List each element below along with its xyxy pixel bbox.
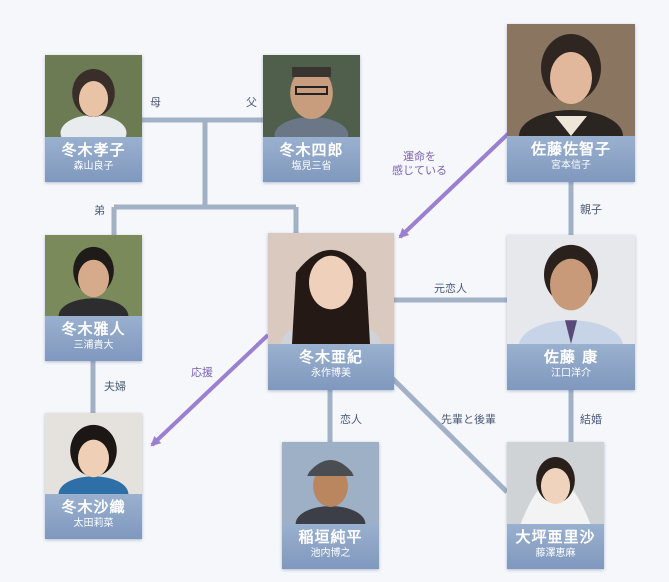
character-card-junpei: 稲垣純平 池内博之 bbox=[282, 442, 379, 569]
character-name: 冬木雅人 bbox=[61, 320, 126, 338]
relation-label-mother: 母 bbox=[150, 96, 161, 109]
character-name: 稲垣純平 bbox=[298, 528, 363, 546]
actor-name: 塩見三省 bbox=[291, 161, 332, 172]
actor-name: 池内博之 bbox=[310, 548, 351, 559]
relation-label-support: 応援 bbox=[191, 366, 213, 379]
relation-label-ex-lover: 元恋人 bbox=[434, 282, 467, 295]
character-card-shiro: 冬木四郎 塩見三省 bbox=[263, 55, 360, 182]
actor-name: 宮本信子 bbox=[551, 160, 591, 171]
relation-label-married-1: 夫婦 bbox=[104, 380, 126, 393]
relation-label-fate: 運命を 感じている bbox=[392, 150, 447, 177]
portrait-junpei bbox=[282, 442, 379, 524]
character-name: 冬木沙織 bbox=[61, 498, 126, 516]
character-name: 冬木孝子 bbox=[61, 141, 126, 159]
character-name: 佐藤佐智子 bbox=[530, 140, 611, 158]
character-card-masato: 冬木雅人 三浦貴大 bbox=[45, 235, 142, 361]
character-card-aki: 冬木亜紀 永作博美 bbox=[268, 233, 394, 390]
character-card-sachiko: 佐藤佐智子 宮本信子 bbox=[507, 24, 635, 182]
actor-name: 三浦貴大 bbox=[73, 340, 114, 351]
portrait-masato bbox=[45, 235, 142, 316]
relation-label-senior-junior: 先輩と後輩 bbox=[441, 413, 496, 426]
portrait-saori bbox=[45, 413, 142, 494]
character-card-takako: 冬木孝子 森山良子 bbox=[45, 55, 142, 182]
relation-label-lover: 恋人 bbox=[340, 413, 362, 426]
relation-label-father: 父 bbox=[246, 96, 257, 109]
actor-name: 太田莉菜 bbox=[73, 518, 114, 529]
actor-name: 永作博美 bbox=[311, 368, 351, 379]
character-name: 大坪亜里沙 bbox=[515, 528, 596, 546]
senior-junior-line bbox=[390, 376, 509, 494]
portrait-arisa bbox=[507, 442, 604, 524]
portrait-sachiko bbox=[507, 24, 635, 136]
character-card-yasushi: 佐藤 康 江口洋介 bbox=[507, 235, 635, 390]
relation-label-younger-brother: 弟 bbox=[94, 204, 105, 217]
relation-label-married-2: 結婚 bbox=[580, 413, 602, 426]
character-name: 佐藤 康 bbox=[543, 348, 599, 366]
support-arrow bbox=[150, 333, 270, 447]
portrait-shiro bbox=[263, 55, 360, 137]
portrait-takako bbox=[45, 55, 142, 137]
relation-label-parent-child: 親子 bbox=[580, 203, 602, 216]
character-card-arisa: 大坪亜里沙 藤澤恵麻 bbox=[507, 442, 604, 569]
character-card-saori: 冬木沙織 太田莉菜 bbox=[45, 413, 142, 539]
actor-name: 江口洋介 bbox=[551, 368, 591, 379]
actor-name: 森山良子 bbox=[73, 161, 114, 172]
actor-name: 藤澤恵麻 bbox=[535, 548, 576, 559]
portrait-aki bbox=[268, 233, 394, 344]
character-name: 冬木四郎 bbox=[279, 141, 344, 159]
portrait-yasushi bbox=[507, 235, 635, 344]
fate-arrow bbox=[398, 130, 512, 239]
character-name: 冬木亜紀 bbox=[298, 348, 363, 366]
